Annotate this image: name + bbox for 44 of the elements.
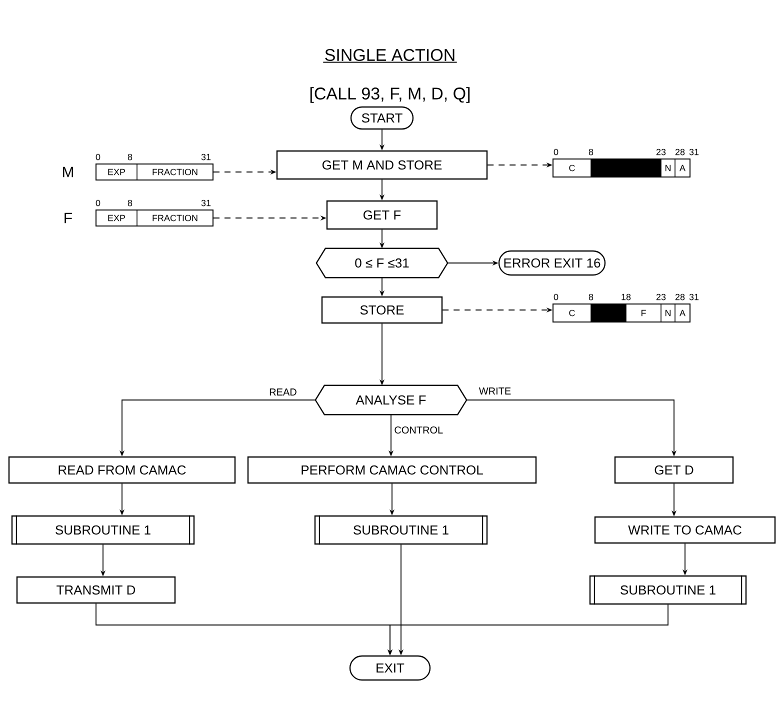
process-box: GET D bbox=[614, 456, 734, 484]
subroutine-box: SUBROUTINE 1 bbox=[589, 574, 747, 606]
bit-number: 28 bbox=[675, 148, 685, 156]
edge-label: CONTROL bbox=[393, 425, 444, 435]
bit-number: 8 bbox=[128, 200, 132, 206]
terminal-box: EXIT bbox=[349, 655, 431, 681]
bit-number: 31 bbox=[689, 148, 699, 156]
bit-number: 31 bbox=[201, 200, 211, 206]
terminal-box: START bbox=[350, 106, 414, 130]
process-box: PERFORM CAMAC CONTROL bbox=[247, 456, 537, 484]
process-box: READ FROM CAMAC bbox=[8, 456, 236, 484]
bit-number: 28 bbox=[675, 294, 685, 300]
bit-number: 8 bbox=[588, 148, 594, 156]
register-diagram: EXP FRACTION bbox=[96, 164, 214, 180]
process-box: TRANSMIT D bbox=[16, 576, 176, 604]
bit-number: 0 bbox=[554, 294, 558, 300]
bit-number: 0 bbox=[554, 148, 558, 156]
edge-label: READ bbox=[268, 388, 298, 396]
bit-number: 8 bbox=[588, 294, 594, 300]
call-signature: [CALL 93, F, M, D, Q] bbox=[310, 87, 470, 103]
register-name: M bbox=[62, 166, 74, 178]
edge-label: WRITE bbox=[478, 386, 512, 396]
bit-number: 8 bbox=[128, 154, 132, 160]
decision-hexagon: 0 ≤ F ≤31 bbox=[316, 248, 448, 278]
bit-number: 31 bbox=[201, 154, 211, 160]
bit-number: 23 bbox=[656, 294, 666, 300]
subroutine-box: SUBROUTINE 1 bbox=[314, 514, 488, 546]
process-box: GET F bbox=[326, 200, 438, 230]
decision-hexagon: ANALYSE F bbox=[314, 384, 468, 416]
subroutine-box: SUBROUTINE 1 bbox=[11, 514, 195, 546]
process-box: WRITE TO CAMAC bbox=[594, 516, 776, 544]
bit-number: 23 bbox=[656, 148, 666, 156]
terminal-box: ERROR EXIT 16 bbox=[498, 250, 606, 276]
bit-number: 0 bbox=[96, 200, 100, 206]
bit-number: 31 bbox=[689, 294, 699, 300]
register-diagram: C N A bbox=[552, 158, 690, 178]
bit-number: 18 bbox=[622, 294, 631, 300]
register-diagram: EXP FRACTION bbox=[96, 210, 214, 226]
register-diagram: C F N A bbox=[552, 304, 690, 322]
process-box: STORE bbox=[321, 296, 443, 324]
title: SINGLE ACTION bbox=[325, 48, 454, 62]
register-name: F bbox=[64, 212, 72, 224]
bit-number: 0 bbox=[96, 154, 100, 160]
process-box: GET M AND STORE bbox=[276, 150, 488, 180]
